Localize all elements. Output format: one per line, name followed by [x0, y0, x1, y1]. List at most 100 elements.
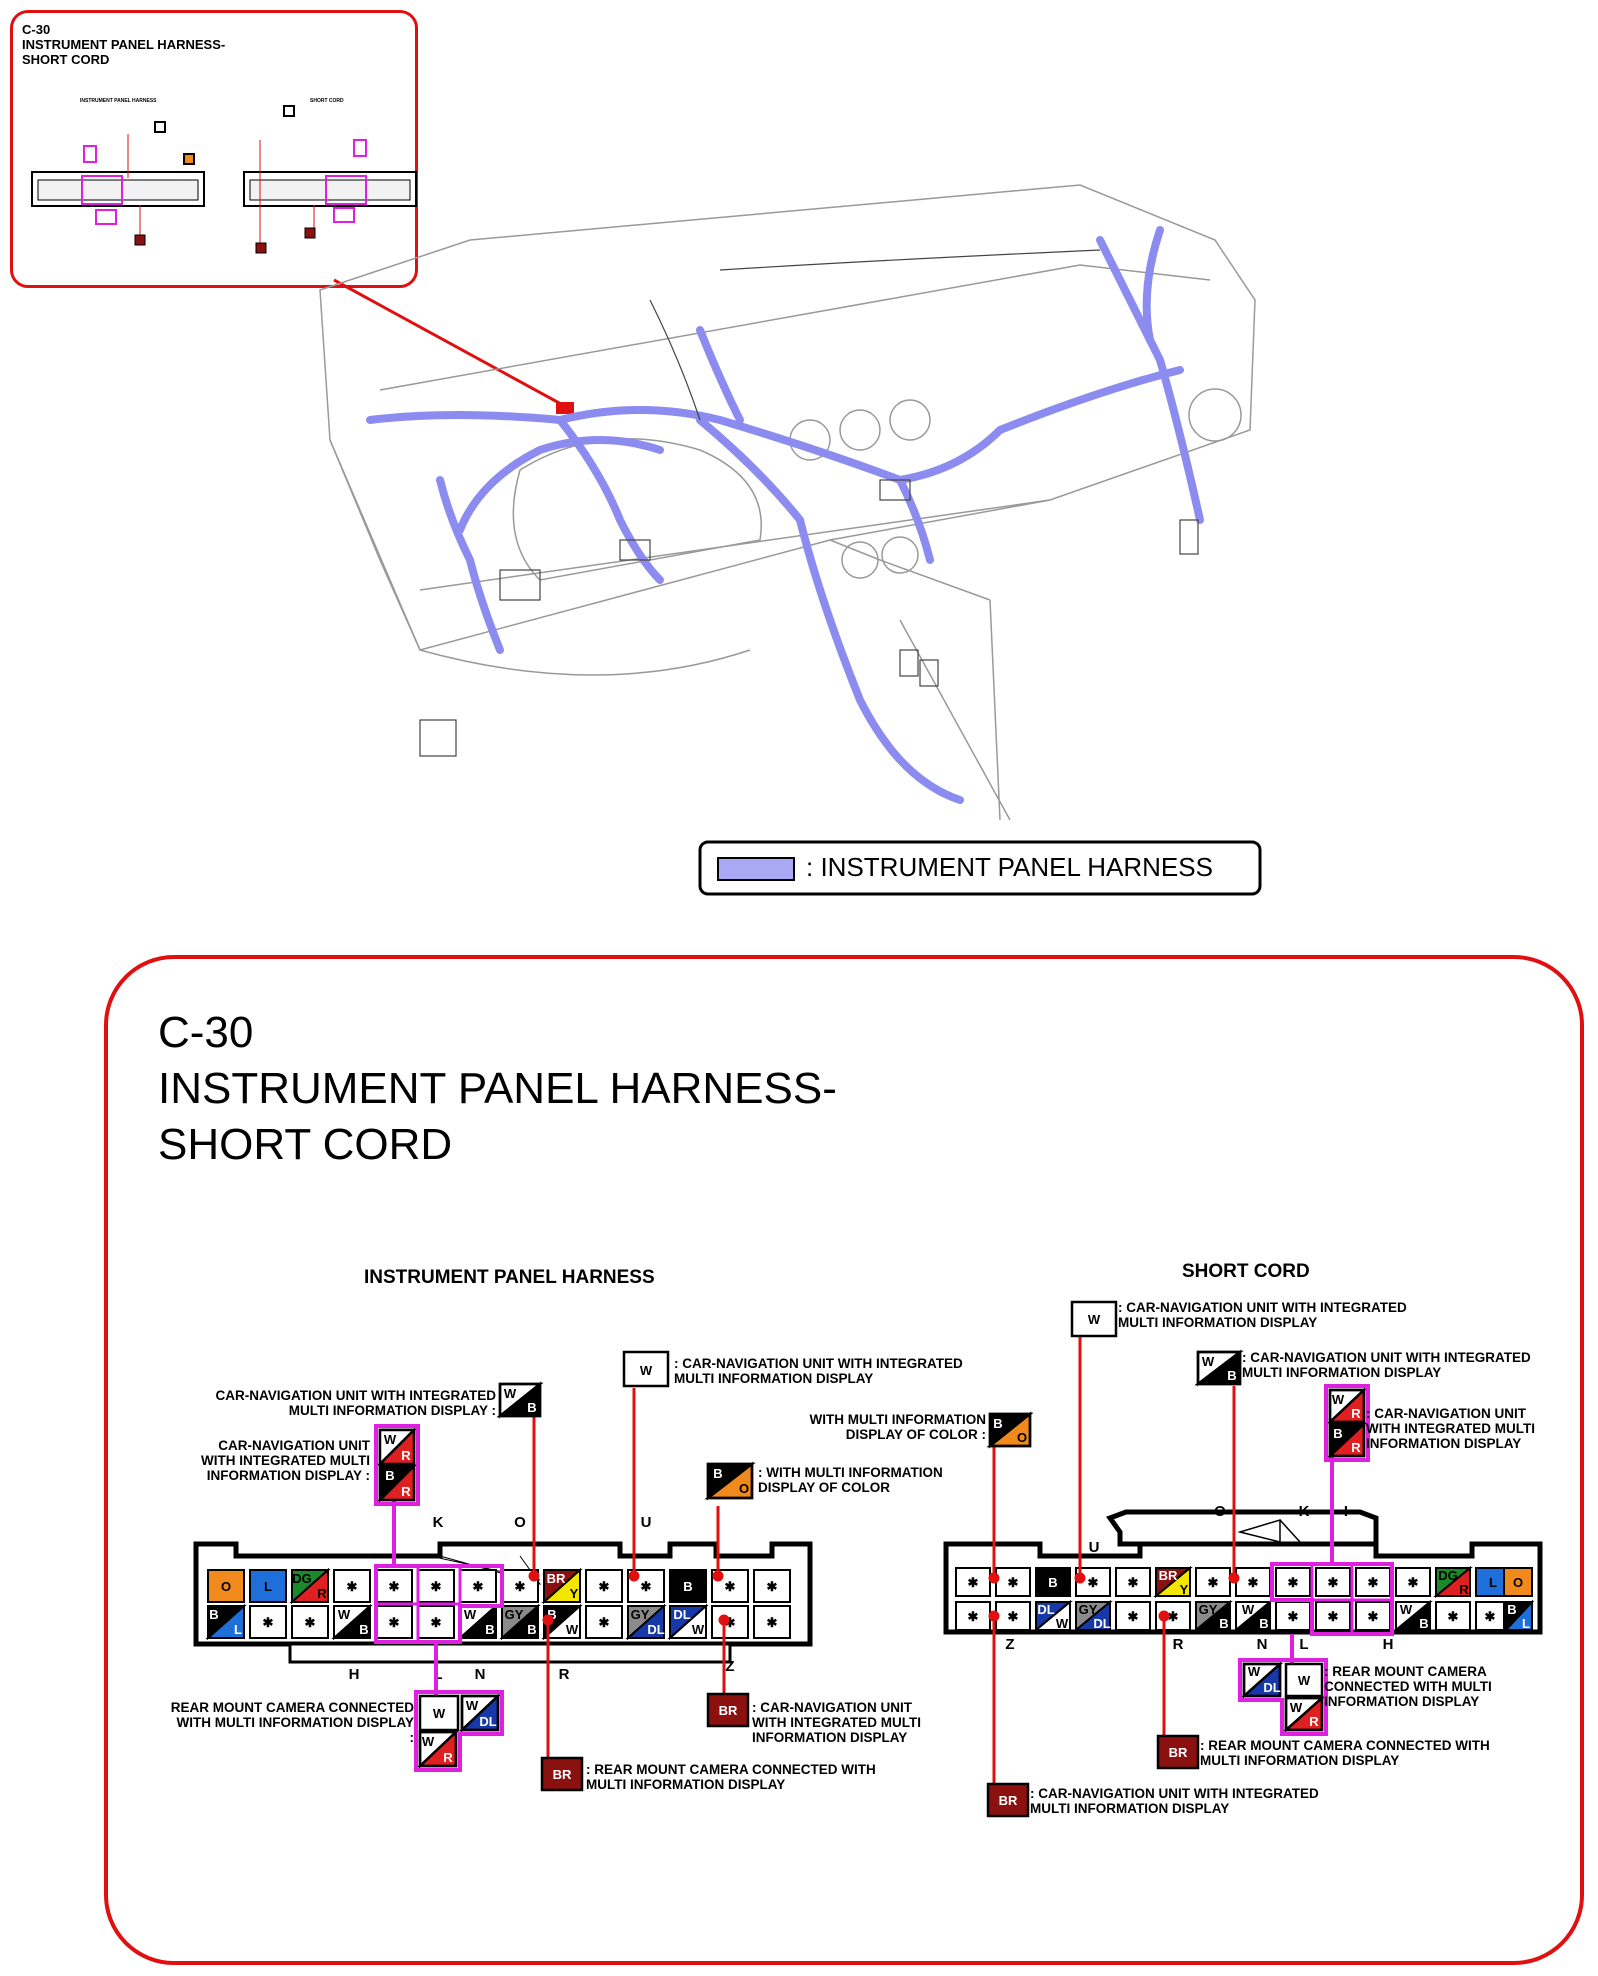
svg-text:B: B [1333, 1426, 1342, 1441]
svg-text:✱: ✱ [725, 1615, 736, 1630]
svg-text:W: W [384, 1432, 397, 1447]
svg-text:✱: ✱ [1248, 1575, 1259, 1590]
svg-text:O: O [221, 1579, 231, 1594]
svg-text:GY: GY [631, 1607, 650, 1622]
svg-text:L: L [1522, 1616, 1530, 1631]
svg-text:R: R [1459, 1582, 1469, 1597]
svg-text:✱: ✱ [641, 1579, 652, 1594]
svg-text:R: R [1351, 1406, 1361, 1421]
svg-text:✱: ✱ [389, 1579, 400, 1594]
svg-text:✱: ✱ [1368, 1609, 1379, 1624]
svg-text:K: K [433, 1514, 444, 1531]
left-callout-6: : REAR MOUNT CAMERA CONNECTED WITH MULTI… [586, 1762, 876, 1792]
inset-pointer-line [333, 278, 573, 412]
svg-text:W: W [1242, 1602, 1255, 1617]
svg-text:✱: ✱ [1448, 1609, 1459, 1624]
legend-swatch [717, 857, 795, 881]
svg-text:BR: BR [1159, 1568, 1178, 1583]
left-callout-4: : WITH MULTI INFORMATION DISPLAY OF COLO… [758, 1465, 943, 1495]
svg-text:W: W [504, 1386, 517, 1401]
svg-text:W: W [464, 1607, 477, 1622]
svg-text:B: B [359, 1622, 368, 1637]
right-callout-boxes [986, 1300, 1368, 1818]
svg-text:✱: ✱ [473, 1579, 484, 1594]
thumbnail-inset [10, 10, 418, 288]
svg-text:INSTRUMENT PANEL HARNESS: INSTRUMENT PANEL HARNESS [80, 98, 157, 104]
svg-text:GY: GY [1199, 1602, 1218, 1617]
svg-text:GY: GY [1079, 1602, 1098, 1617]
left-leader-lines [528, 1388, 730, 1770]
svg-text:L: L [234, 1622, 242, 1637]
svg-text:Y: Y [570, 1586, 579, 1601]
left-callout-1: CAR-NAVIGATION UNIT WITH INTEGRATED MULT… [215, 1388, 496, 1418]
thumbnail-title: C-30 INSTRUMENT PANEL HARNESS- SHORT COR… [22, 22, 226, 67]
svg-text:GY: GY [505, 1607, 524, 1622]
svg-text:DG: DG [1438, 1568, 1458, 1583]
svg-text:K: K [1299, 1503, 1310, 1520]
overview-drawing: INSTRUMENT PANEL HARNESS SHORT CORD [31, 98, 1262, 896]
svg-text:DL: DL [1093, 1616, 1110, 1631]
svg-text:O: O [1513, 1575, 1523, 1590]
left-callout-7: : CAR-NAVIGATION UNIT WITH INTEGRATED MU… [752, 1700, 921, 1745]
svg-text:W: W [1056, 1616, 1069, 1631]
left-callout-2: CAR-NAVIGATION UNIT WITH INTEGRATED MULT… [201, 1438, 370, 1483]
right-highlight [1270, 1562, 1394, 1636]
svg-text:DL: DL [1263, 1680, 1280, 1695]
svg-text:B: B [1227, 1368, 1236, 1383]
left-callout-boxes [376, 1350, 756, 1792]
svg-text:DL: DL [479, 1714, 496, 1729]
svg-text:W: W [1400, 1602, 1413, 1617]
svg-text:R: R [1173, 1636, 1184, 1653]
svg-text:L: L [264, 1579, 272, 1594]
svg-text:✱: ✱ [305, 1615, 316, 1630]
svg-text:O: O [514, 1514, 526, 1531]
svg-text:B: B [1507, 1602, 1516, 1617]
left-connector-cavities [205, 1567, 791, 1641]
svg-text:W: W [1202, 1354, 1215, 1369]
svg-text:L: L [1299, 1636, 1308, 1653]
svg-text:✱: ✱ [767, 1615, 778, 1630]
svg-text:DL: DL [673, 1607, 690, 1622]
svg-text:✱: ✱ [1328, 1609, 1339, 1624]
svg-text:B: B [713, 1466, 722, 1481]
thumbnail-mini-diagram: INSTRUMENT PANEL HARNESS SHORT CORD [31, 98, 417, 254]
svg-text:BR: BR [1169, 1745, 1188, 1760]
svg-text:W: W [566, 1622, 579, 1637]
svg-text:SHORT CORD: SHORT CORD [310, 98, 344, 104]
svg-text:O: O [1017, 1430, 1027, 1445]
svg-text:U: U [1089, 1539, 1100, 1556]
svg-text:✱: ✱ [431, 1615, 442, 1630]
legend-label: : INSTRUMENT PANEL HARNESS [806, 852, 1213, 882]
svg-text:B: B [385, 1468, 394, 1483]
svg-text:B: B [1259, 1616, 1268, 1631]
connector-location-marker [556, 402, 574, 414]
svg-text:W: W [1290, 1700, 1303, 1715]
svg-text:DL: DL [647, 1622, 664, 1637]
svg-text:L: L [1489, 1575, 1497, 1590]
svg-text:W: W [1298, 1673, 1311, 1688]
svg-text:N: N [475, 1666, 486, 1683]
svg-text:W: W [1332, 1392, 1345, 1407]
svg-text:✱: ✱ [389, 1615, 400, 1630]
svg-text:✱: ✱ [1168, 1609, 1179, 1624]
svg-text:✱: ✱ [1288, 1609, 1299, 1624]
svg-text:W: W [422, 1734, 435, 1749]
svg-text:✱: ✱ [1368, 1575, 1379, 1590]
svg-text:✱: ✱ [1008, 1609, 1019, 1624]
svg-text:R: R [559, 1666, 570, 1683]
svg-text:✱: ✱ [1408, 1575, 1419, 1590]
svg-text:H: H [349, 1666, 360, 1683]
svg-text:✱: ✱ [1128, 1575, 1139, 1590]
svg-text:B: B [209, 1607, 218, 1622]
left-callout-3: : CAR-NAVIGATION UNIT WITH INTEGRATED MU… [674, 1356, 963, 1386]
svg-text:W: W [1248, 1664, 1261, 1679]
left-connector-heading: INSTRUMENT PANEL HARNESS [364, 1267, 655, 1288]
svg-text:W: W [692, 1622, 705, 1637]
right-callout-1: : CAR-NAVIGATION UNIT WITH INTEGRATED MU… [1118, 1300, 1407, 1330]
svg-text:✱: ✱ [1328, 1575, 1339, 1590]
svg-text:DL: DL [1037, 1602, 1054, 1617]
